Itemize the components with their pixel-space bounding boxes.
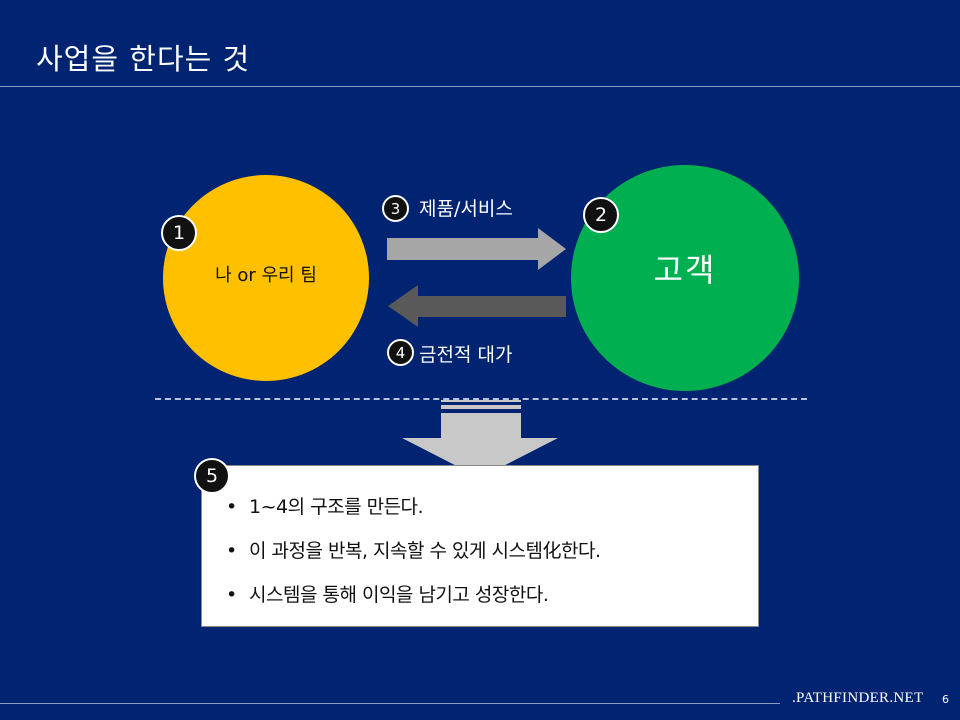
step-badge-1: 1	[161, 215, 197, 251]
summary-item-1: 1~4의 구조를 만든다.	[226, 492, 758, 536]
page-number: 6	[942, 693, 949, 706]
me-circle: 나 or 우리 팀	[163, 175, 369, 381]
customer-circle: 고객	[571, 165, 799, 391]
payment-arrow	[388, 285, 566, 327]
summary-item-2: 이 과정을 반복, 지속할 수 있게 시스템化한다.	[226, 536, 758, 580]
title-divider	[0, 86, 960, 87]
section-divider	[155, 398, 807, 400]
step-badge-4: 4	[387, 339, 414, 366]
summary-item-3: 시스템을 통해 이익을 남기고 성장한다.	[226, 580, 758, 624]
step-badge-5: 5	[194, 458, 230, 494]
brand-logo: .PATHFINDER.NET	[792, 690, 924, 706]
product-label: 제품/서비스	[419, 198, 513, 220]
summary-box: 1~4의 구조를 만든다. 이 과정을 반복, 지속할 수 있게 시스템化한다.…	[201, 465, 759, 627]
me-label: 나 or 우리 팀	[215, 265, 317, 286]
summary-list: 1~4의 구조를 만든다. 이 과정을 반복, 지속할 수 있게 시스템化한다.…	[202, 466, 758, 624]
step-badge-2: 2	[583, 197, 619, 233]
slide-title: 사업을 한다는 것	[36, 42, 251, 76]
customer-label: 고객	[653, 251, 717, 289]
down-arrow	[402, 400, 558, 478]
step-badge-3: 3	[382, 195, 409, 222]
footer-divider	[0, 703, 780, 704]
product-arrow	[387, 228, 566, 270]
payment-label: 금전적 대가	[419, 344, 513, 366]
